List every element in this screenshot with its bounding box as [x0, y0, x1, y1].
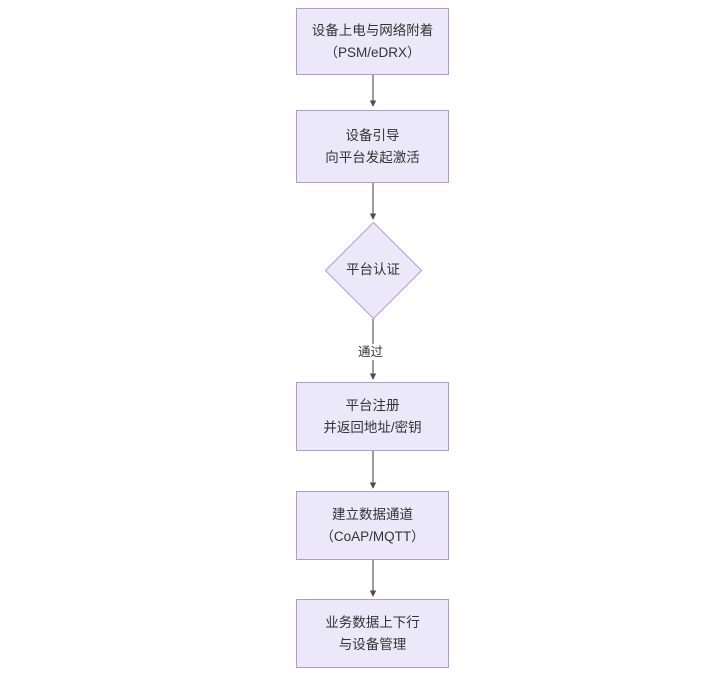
node-auth[interactable]: 平台认证	[323, 221, 423, 319]
node-auth-label: 平台认证	[346, 262, 400, 277]
node-channel-line1: 建立数据通道	[332, 506, 413, 522]
node-service-line2: 与设备管理	[338, 636, 407, 652]
node-register-line1: 平台注册	[345, 397, 400, 413]
node-service[interactable]: 业务数据上下行 与设备管理	[296, 599, 449, 668]
node-register[interactable]: 平台注册 并返回地址/密钥	[296, 382, 449, 451]
node-bootstrap[interactable]: 设备引导 向平台发起激活	[296, 110, 449, 183]
node-register-line2: 并返回地址/密钥	[323, 419, 422, 435]
node-bootstrap-line1: 设备引导	[345, 127, 400, 143]
node-channel-line2: （CoAP/MQTT）	[320, 528, 425, 544]
node-channel[interactable]: 建立数据通道 （CoAP/MQTT）	[296, 491, 449, 560]
edge-label-pass: 通过	[357, 344, 385, 360]
node-power-on[interactable]: 设备上电与网络附着 （PSM/eDRX）	[296, 8, 449, 75]
node-power-on-line2: （PSM/eDRX）	[324, 44, 421, 60]
edge-label-pass-text: 通过	[358, 345, 384, 359]
node-power-on-line1: 设备上电与网络附着	[311, 22, 434, 38]
node-bootstrap-line2: 向平台发起激活	[325, 149, 420, 165]
node-service-line1: 业务数据上下行	[325, 614, 420, 630]
